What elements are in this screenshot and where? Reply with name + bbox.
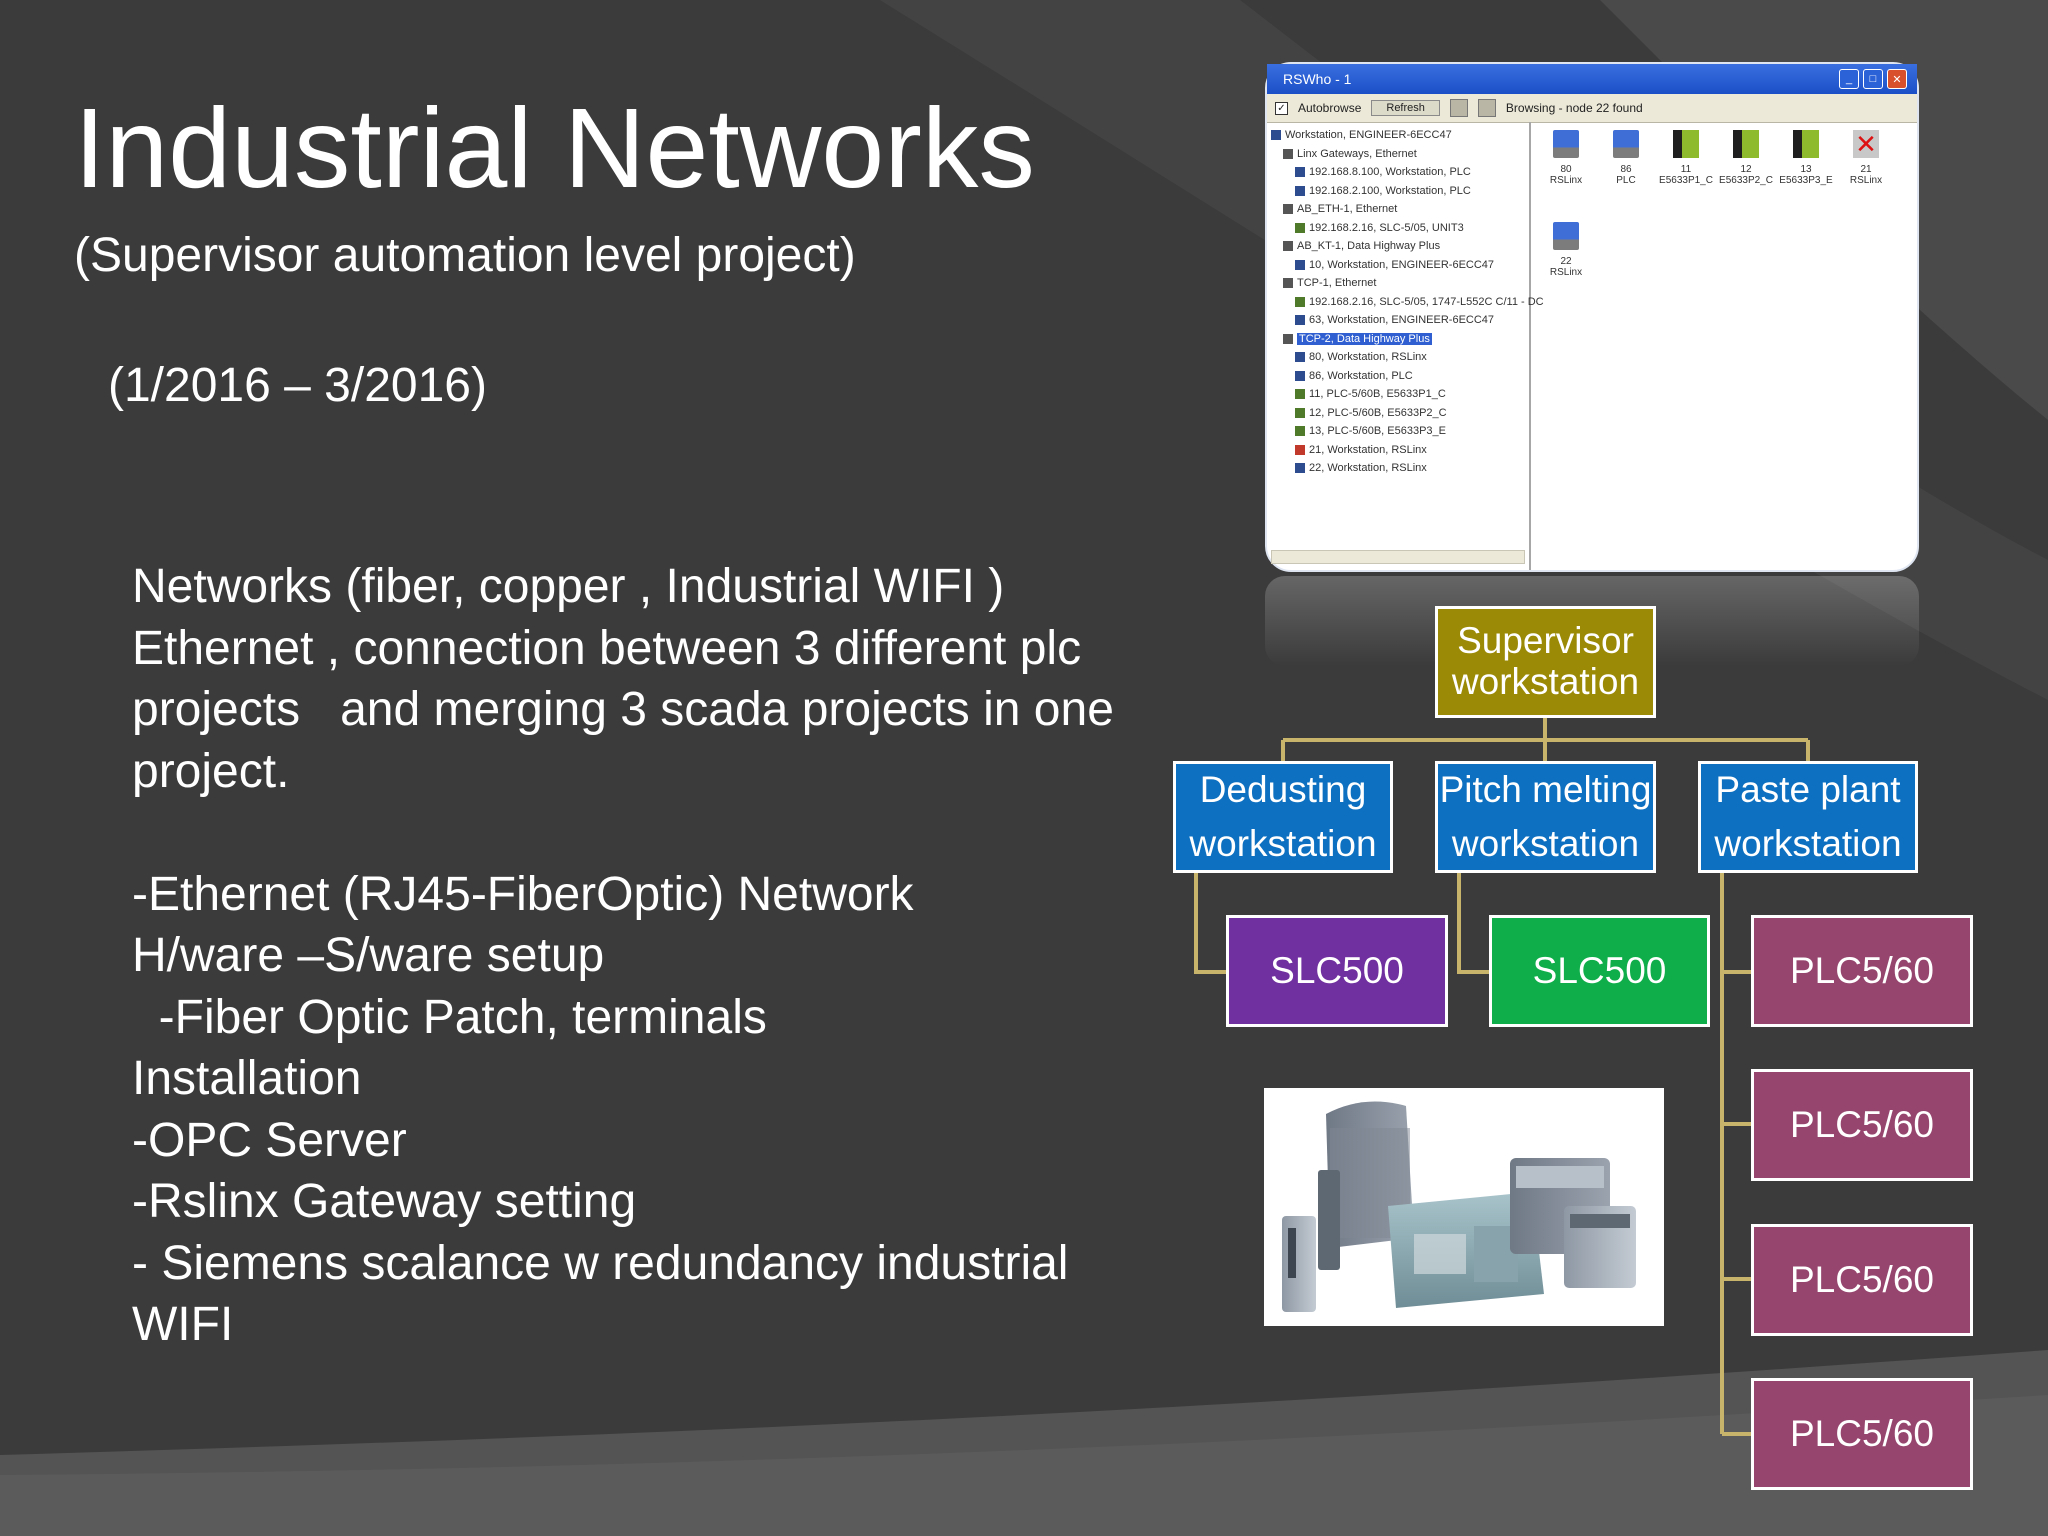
tree-item: 86, Workstation, PLC <box>1267 367 1529 386</box>
plc-icon <box>1733 130 1759 158</box>
tree-item: TCP-1, Ethernet <box>1267 274 1529 293</box>
window-title: RSWho - 1 <box>1283 71 1352 87</box>
network-icon <box>1283 333 1293 344</box>
workstation-icon <box>1295 463 1305 474</box>
plc5-60-box: PLC5/60 <box>1751 1069 1973 1181</box>
plc-icon <box>1295 426 1305 437</box>
autobrowse-checkbox-icon: ✓ <box>1275 101 1288 115</box>
tree-item: 21, Workstation, RSLinx <box>1267 441 1529 460</box>
minimize-icon: _ <box>1839 69 1859 89</box>
tree-item-selected: TCP-2, Data Highway Plus <box>1267 330 1529 349</box>
rslinx-screenshot: RSWho - 1 _ □ ✕ ✓ Autobrowse Refresh Bro… <box>1265 62 1919 572</box>
tree-item: 63, Workstation, ENGINEER-6ECC47 <box>1267 311 1529 330</box>
plc5-60-box: PLC5/60 <box>1751 1224 1973 1336</box>
network-icon <box>1283 278 1293 289</box>
body-line: WIFI <box>132 1298 234 1351</box>
window-toolbar: ✓ Autobrowse Refresh Browsing - node 22 … <box>1267 94 1917 123</box>
body-line: Ethernet , connection between 3 differen… <box>132 621 1082 675</box>
workstation-icon <box>1295 259 1305 270</box>
network-icon <box>1283 241 1293 252</box>
body-line: -Fiber Optic Patch, terminals <box>132 990 767 1044</box>
horizontal-scrollbar <box>1271 550 1525 564</box>
workstation-icon <box>1295 352 1305 363</box>
window-titlebar: RSWho - 1 _ □ ✕ <box>1267 64 1917 94</box>
tree-item: 192.168.8.100, Workstation, PLC <box>1267 163 1529 182</box>
tree-item: 192.168.2.100, Workstation, PLC <box>1267 182 1529 201</box>
network-icon <box>1283 148 1293 159</box>
error-icon <box>1295 444 1305 455</box>
workstation-icon <box>1295 315 1305 326</box>
browse-status: Browsing - node 22 found <box>1505 101 1643 115</box>
list-view-icon <box>1477 99 1496 117</box>
tree-item: AB_ETH-1, Ethernet <box>1267 200 1529 219</box>
slide-subtitle: (Supervisor automation level project) <box>74 229 856 282</box>
body-text: Networks (fiber, copper , Industrial WIF… <box>132 556 1192 1356</box>
plc-icon <box>1295 296 1305 307</box>
tree-item: 22, Workstation, RSLinx <box>1267 459 1529 478</box>
plc-icon <box>1295 407 1305 418</box>
workstation-icon <box>1295 185 1305 196</box>
network-tree: Workstation, ENGINEER-6ECC47 Linx Gatewa… <box>1267 122 1544 570</box>
tree-item: AB_KT-1, Data Highway Plus <box>1267 237 1529 256</box>
plc5-60-box: PLC5/60 <box>1751 915 1973 1027</box>
workstation-icon <box>1271 130 1281 141</box>
plc-icon <box>1295 222 1305 233</box>
tree-item: 192.168.2.16, SLC-5/05, UNIT3 <box>1267 219 1529 238</box>
body-line: Installation <box>132 1052 362 1105</box>
autobrowse-label: Autobrowse <box>1298 101 1362 115</box>
body-line: - Siemens scalance w redundancy industri… <box>132 1236 1069 1290</box>
tree-item: 10, Workstation, ENGINEER-6ECC47 <box>1267 256 1529 275</box>
workstation-icon <box>1553 130 1579 158</box>
body-line: projects and merging 3 scada projects in… <box>132 683 1114 736</box>
workstation-icon <box>1295 167 1305 178</box>
plc-icon <box>1673 130 1699 158</box>
workstation-icon <box>1553 222 1579 250</box>
body-line: -Rslinx Gateway setting <box>132 1175 637 1228</box>
project-dates: (1/2016 – 3/2016) <box>108 359 487 412</box>
slc500-box: SLC500 <box>1489 915 1710 1027</box>
error-icon <box>1853 130 1879 158</box>
body-line <box>132 802 1192 864</box>
body-line: project. <box>132 744 290 798</box>
maximize-icon: □ <box>1863 69 1883 89</box>
tree-item: 13, PLC-5/60B, E5633P3_E <box>1267 422 1529 441</box>
refresh-button: Refresh <box>1371 100 1440 116</box>
tree-view-icon <box>1449 99 1468 117</box>
tree-item: 12, PLC-5/60B, E5633P2_C <box>1267 404 1529 423</box>
workstation-icon <box>1613 130 1639 158</box>
network-icon <box>1283 204 1293 215</box>
tree-item: Linx Gateways, Ethernet <box>1267 145 1529 164</box>
plc5-60-box: PLC5/60 <box>1751 1378 1973 1490</box>
scalance-hardware-photo <box>1264 1088 1664 1326</box>
plc-icon <box>1793 130 1819 158</box>
workstation-icon <box>1295 370 1305 381</box>
body-line: -OPC Server <box>132 1113 407 1167</box>
body-line: -Ethernet (RJ45-FiberOptic) Network <box>132 867 914 921</box>
scalance-devices-illustration <box>1282 1101 1636 1312</box>
body-line: Networks (fiber, copper , Industrial WIF… <box>132 560 1005 613</box>
tree-item: 192.168.2.16, SLC-5/05, 1747-L552C C/11 … <box>1267 293 1544 312</box>
close-icon: ✕ <box>1887 69 1907 89</box>
tree-item: 11, PLC-5/60B, E5633P1_C <box>1267 385 1529 404</box>
tree-item: 80, Workstation, RSLinx <box>1267 348 1529 367</box>
plc-icon <box>1295 389 1305 400</box>
tree-item: Workstation, ENGINEER-6ECC47 <box>1267 126 1529 145</box>
slc500-box: SLC500 <box>1226 915 1448 1027</box>
body-line: H/ware –S/ware setup <box>132 929 605 982</box>
slide-title: Industrial Networks <box>74 85 1035 211</box>
